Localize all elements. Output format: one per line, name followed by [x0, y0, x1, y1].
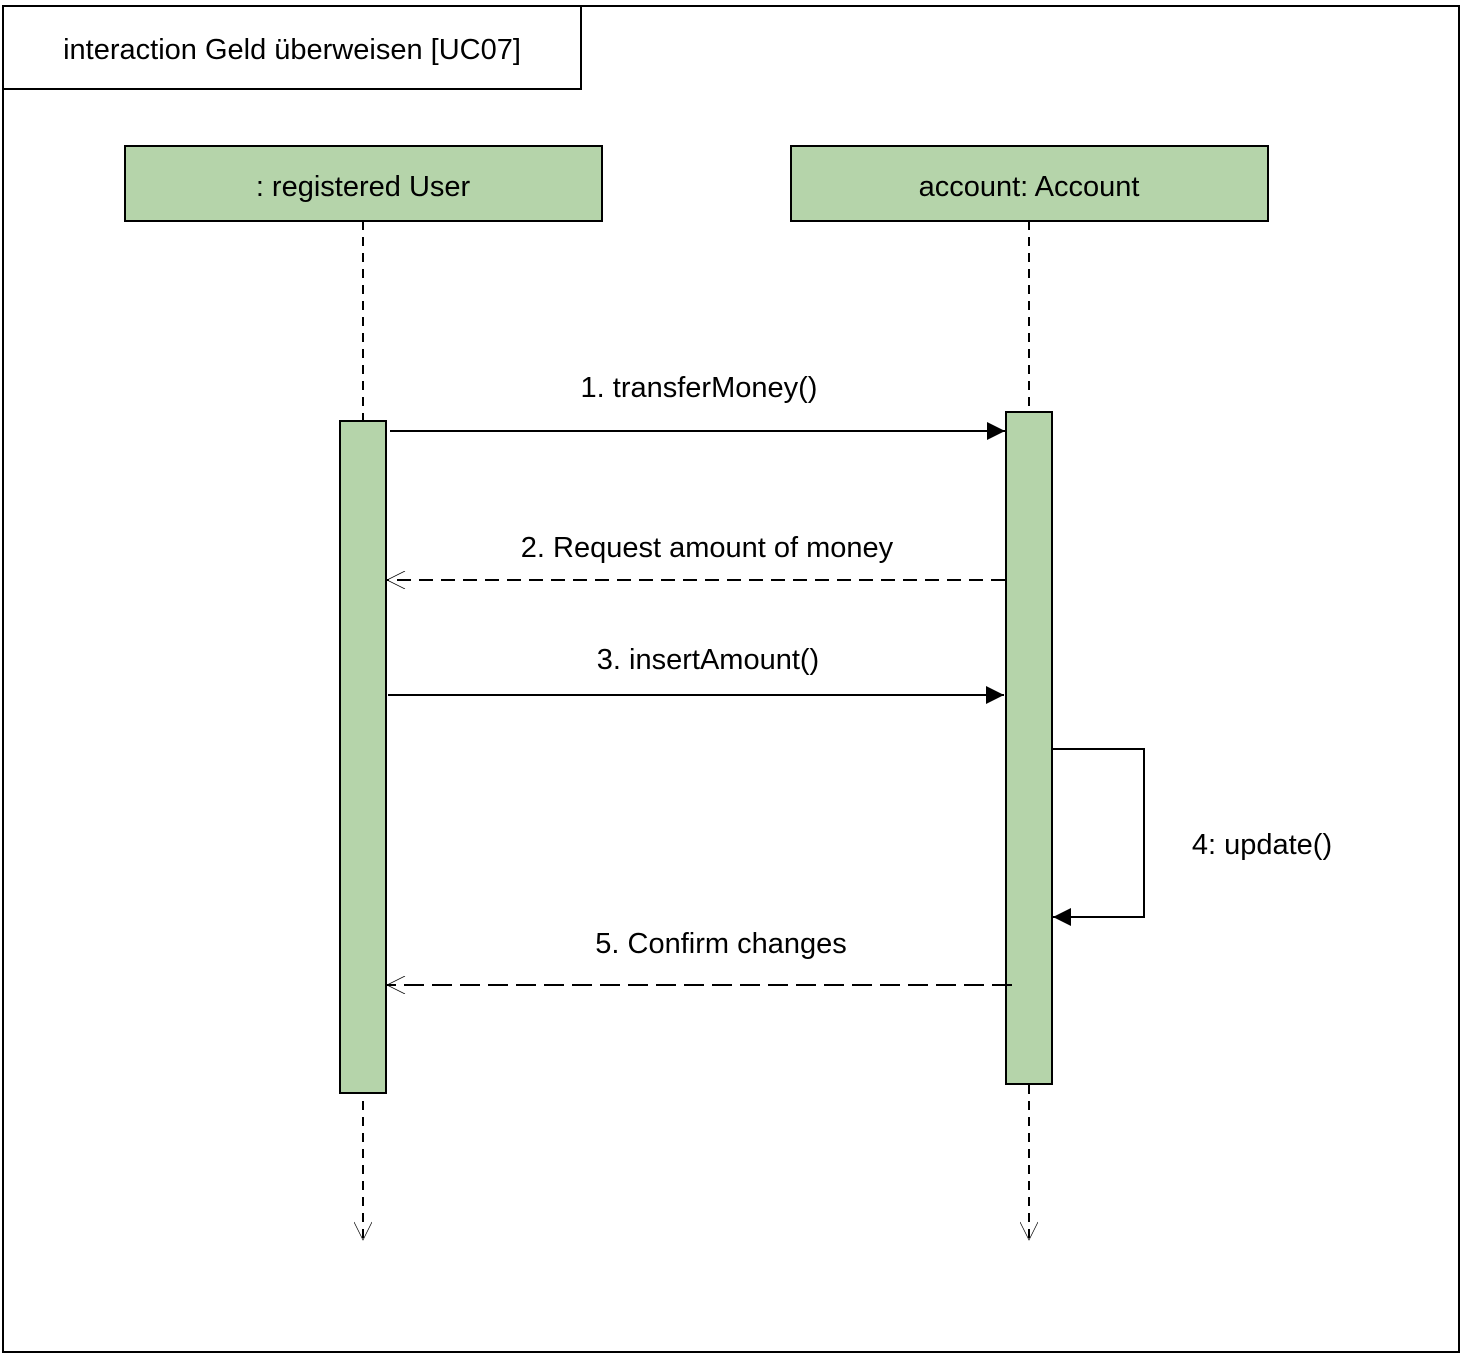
message-3-label: 3. insertAmount() — [597, 644, 819, 676]
message-4-label: 4: update() — [1192, 829, 1332, 861]
activation-bar-account — [1005, 411, 1053, 1085]
message-1-label: 1. transferMoney() — [581, 372, 818, 404]
frame-title: interaction Geld überweisen [UC07] — [63, 34, 521, 66]
frame-title-box — [2, 5, 582, 90]
lifeline-label-account: account: Account — [919, 171, 1140, 203]
activation-bar-user — [339, 420, 387, 1094]
lifeline-head-user — [124, 145, 603, 222]
interaction-frame — [2, 5, 1460, 1353]
message-2-label: 2. Request amount of money — [521, 532, 894, 564]
lifeline-label-user: : registered User — [256, 171, 471, 203]
message-5-label: 5. Confirm changes — [595, 928, 846, 960]
lifeline-head-account — [790, 145, 1269, 222]
message-4-arrow — [1052, 748, 1145, 926]
